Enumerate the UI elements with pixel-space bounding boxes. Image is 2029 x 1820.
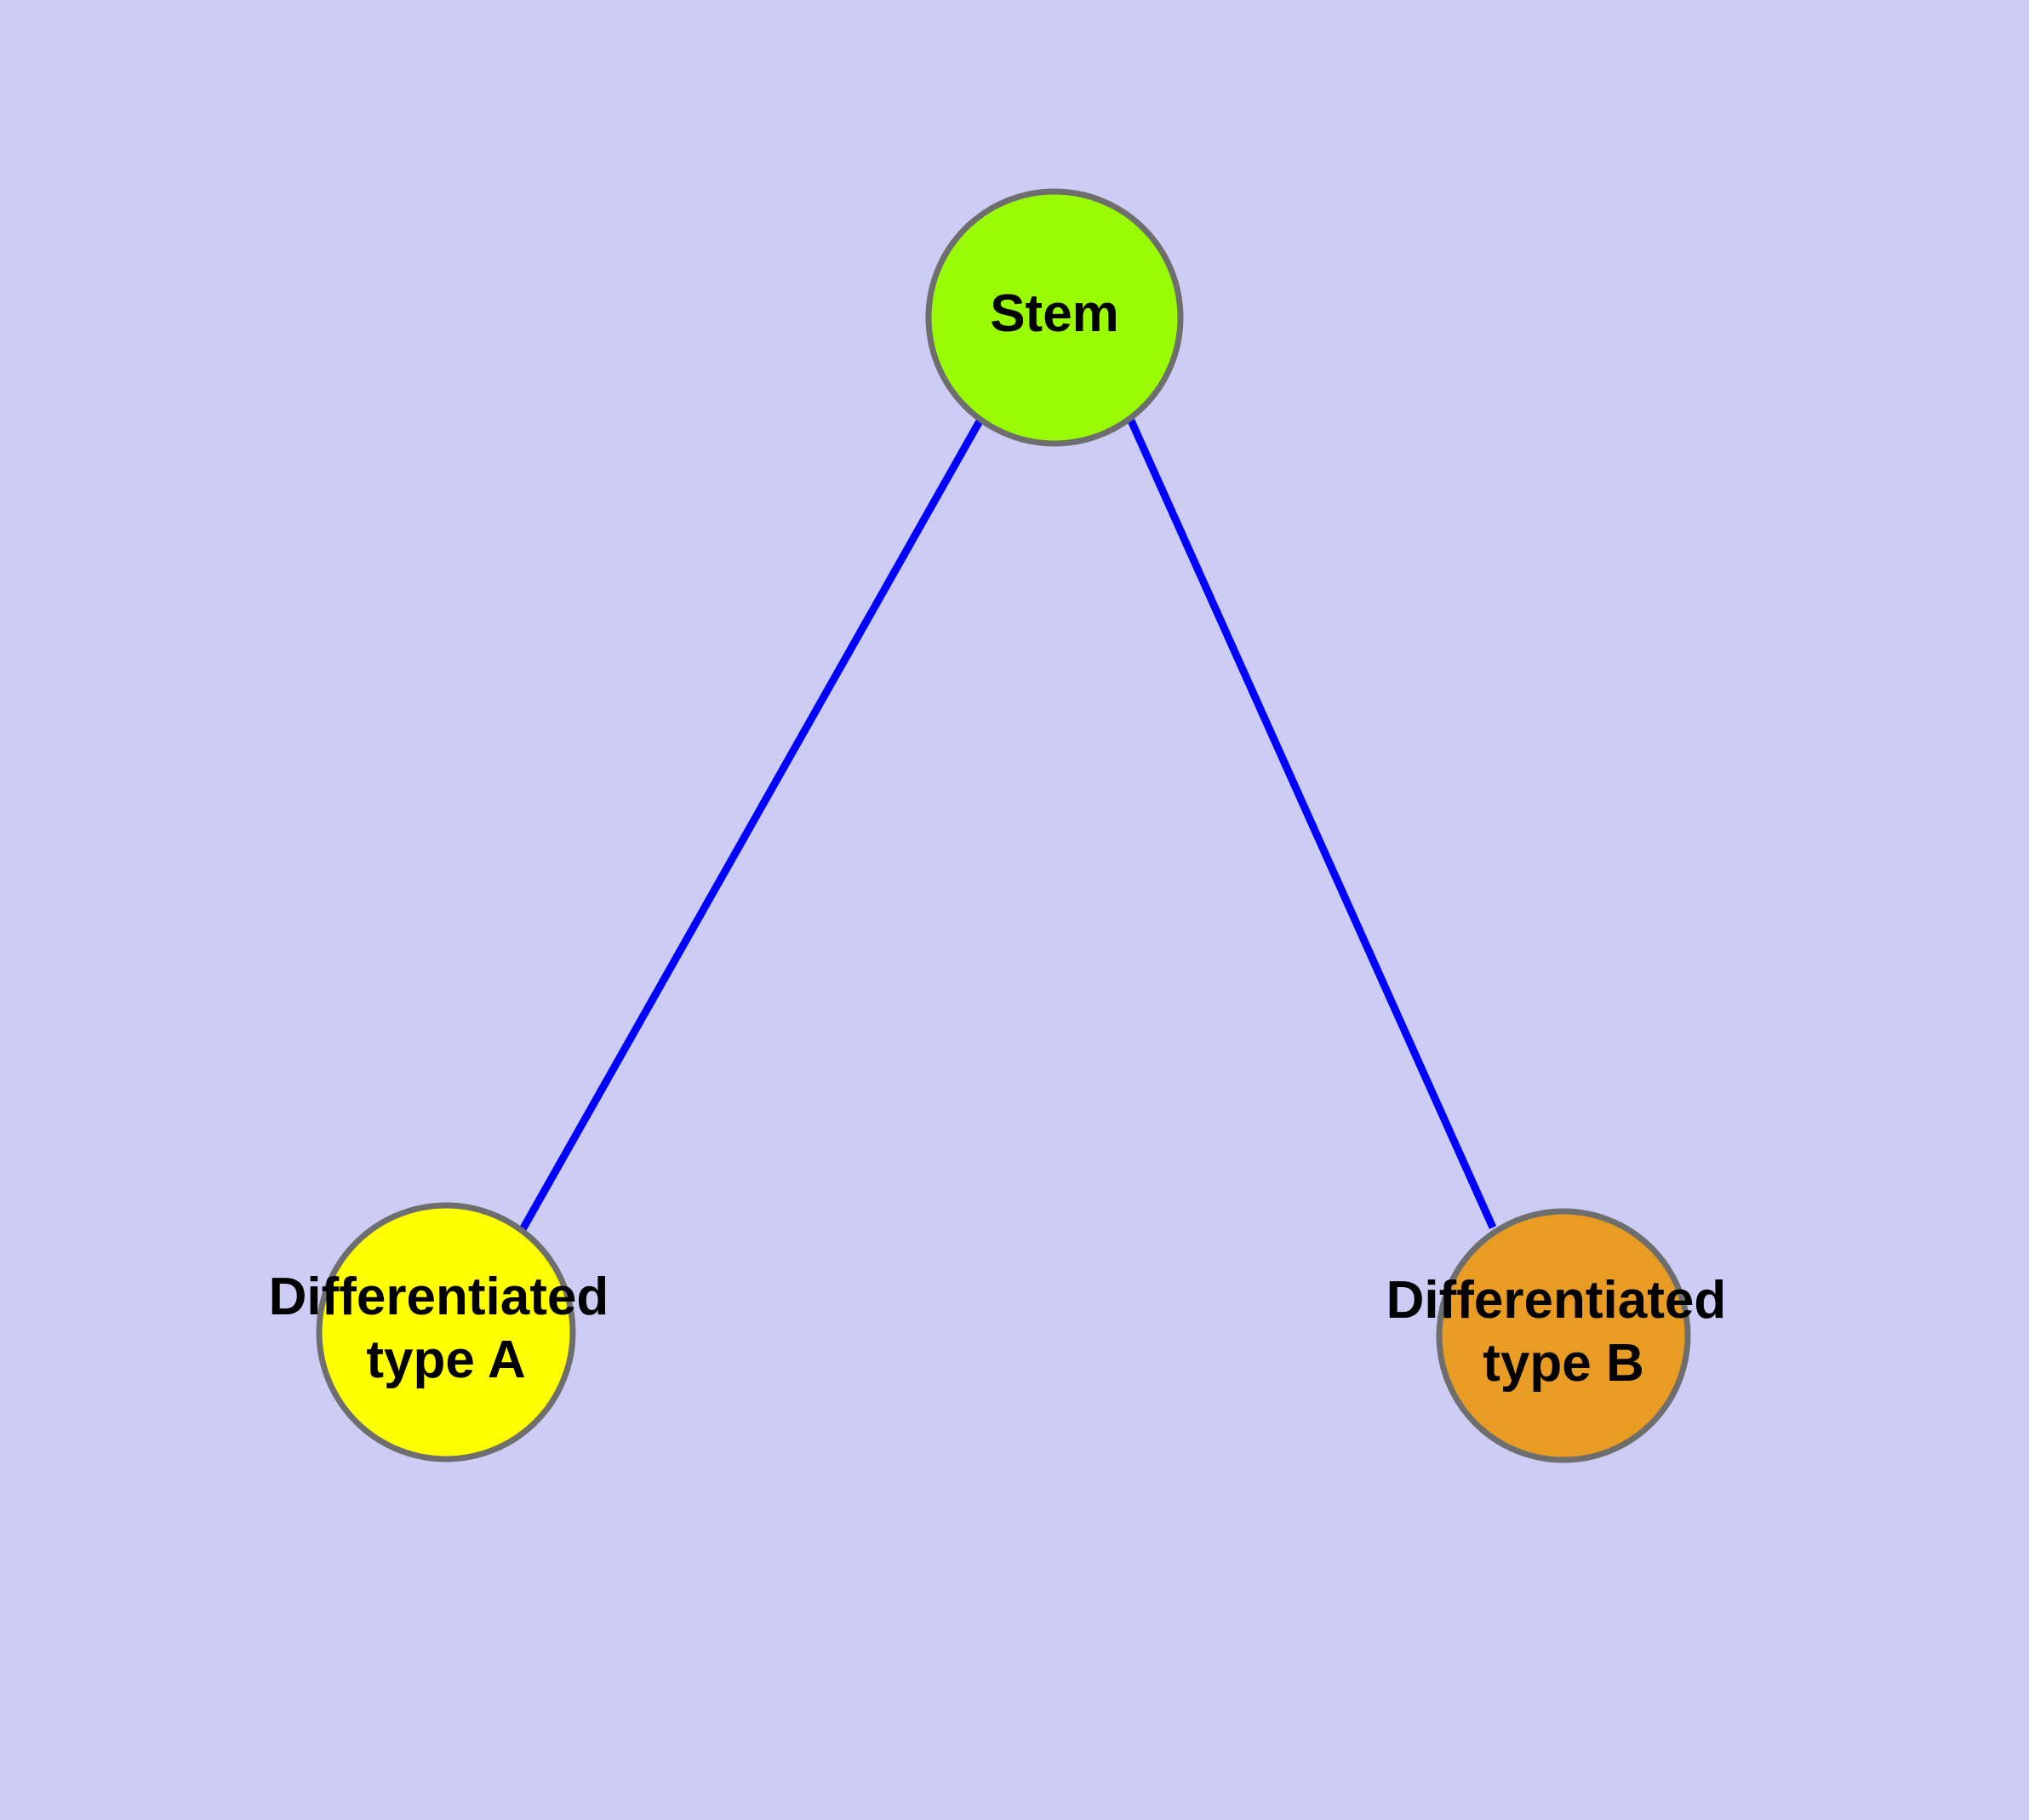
node-differentiated-type-a-circle[interactable] xyxy=(316,1202,576,1462)
edge-stem-to-differentiated-type-a[interactable] xyxy=(518,417,984,1233)
node-stem-circle[interactable] xyxy=(925,188,1184,447)
edge-stem-to-differentiated-type-b[interactable] xyxy=(1127,419,1497,1229)
node-stem[interactable]: Stem xyxy=(925,188,1184,447)
edges-layer xyxy=(518,417,1497,1233)
node-differentiated-type-b-circle[interactable] xyxy=(1436,1208,1691,1463)
